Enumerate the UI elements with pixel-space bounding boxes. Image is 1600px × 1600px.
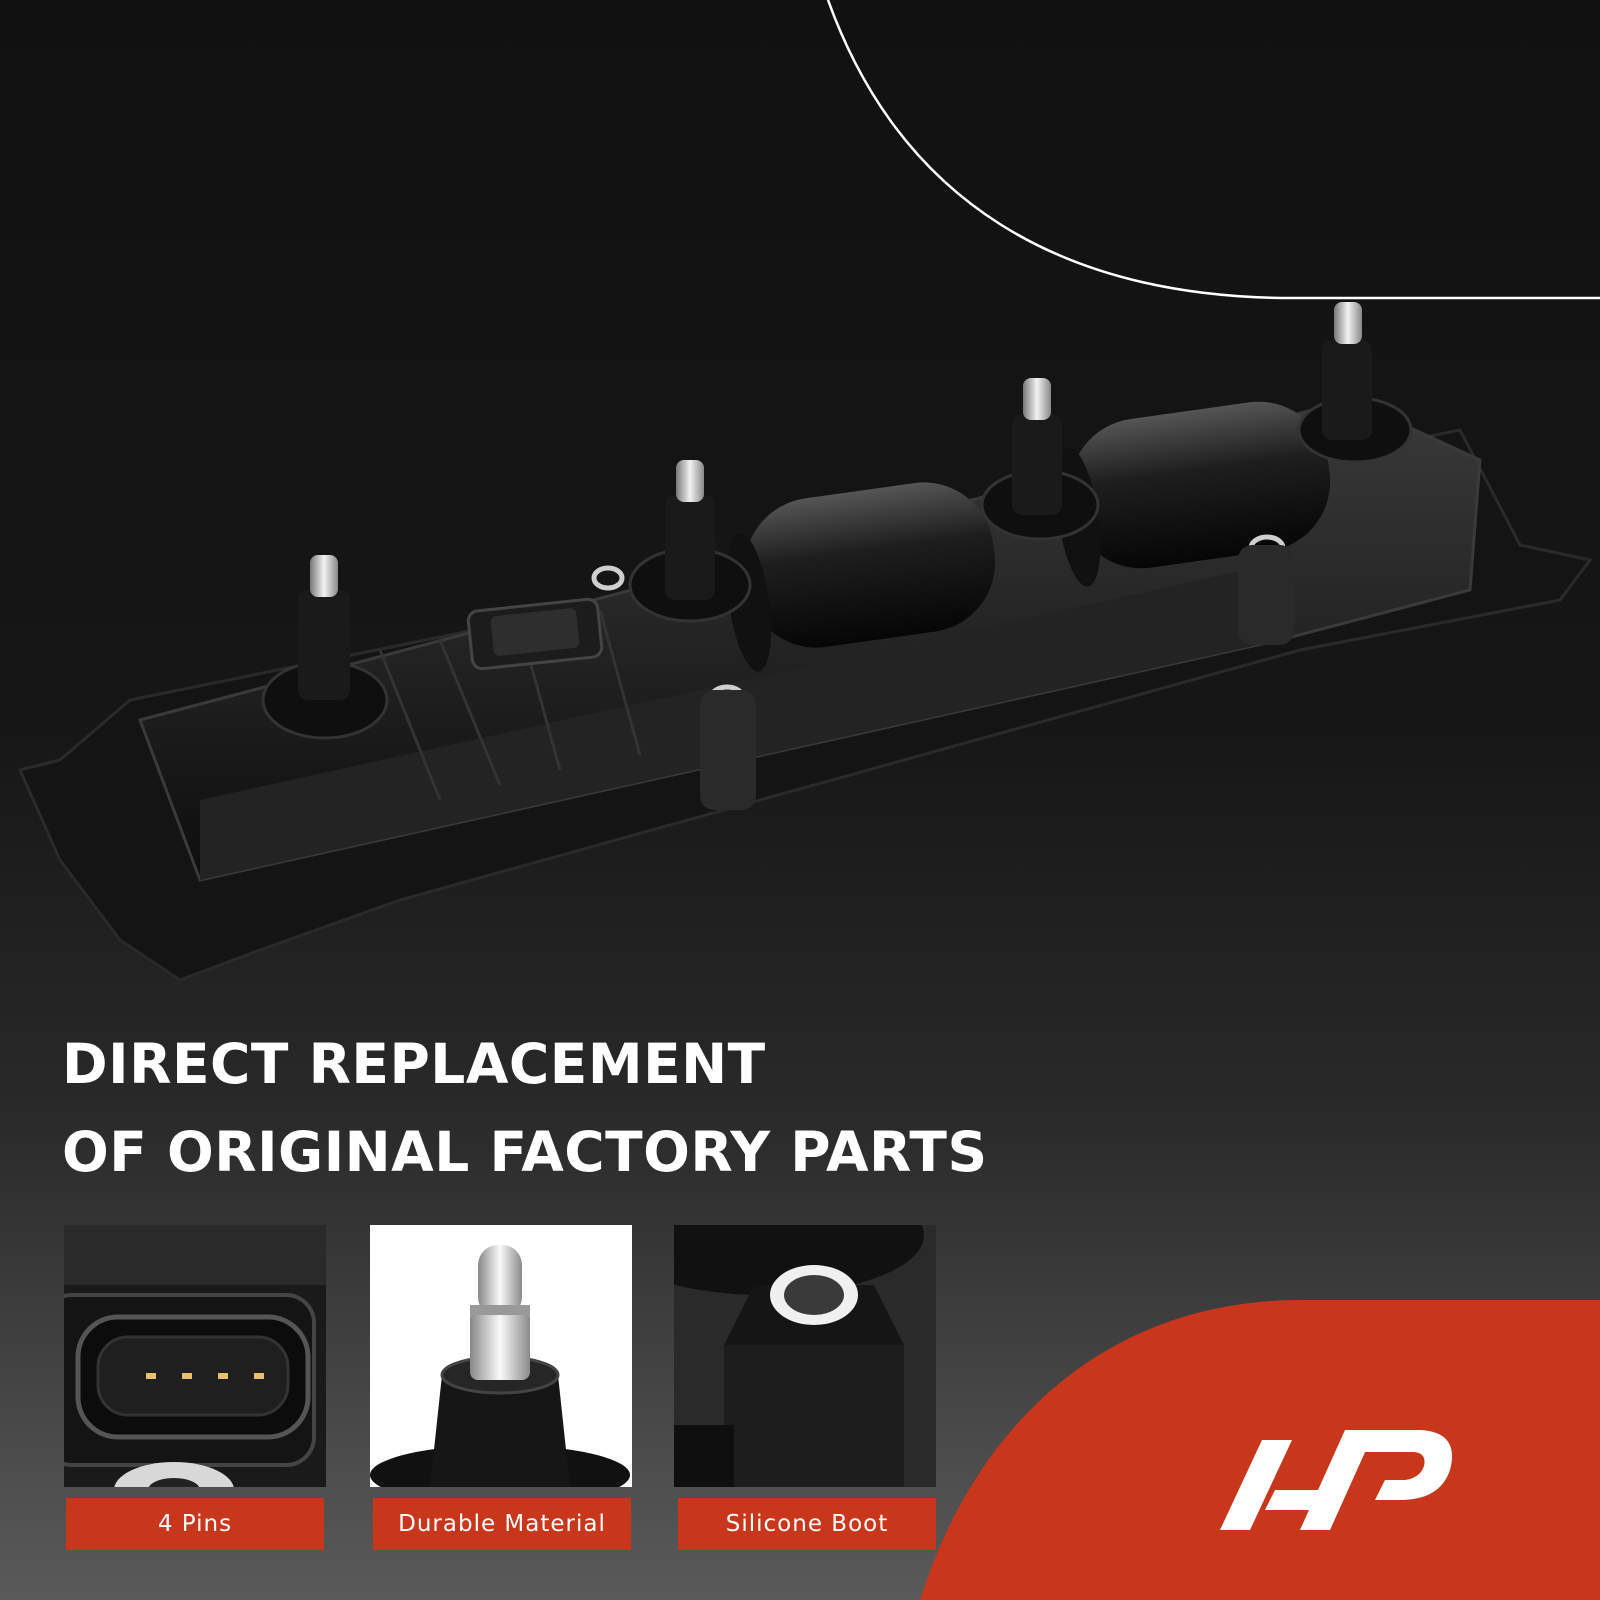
decorative-arc bbox=[826, 0, 1600, 300]
product-image-ignition-coil-pack bbox=[17, 302, 1593, 982]
feature-tile-silicone-boot bbox=[674, 1225, 936, 1487]
headline-line-2: OF ORIGINAL FACTORY PARTS bbox=[62, 1120, 988, 1184]
feature-label-durable-material: Durable Material bbox=[373, 1498, 631, 1550]
brand-corner bbox=[920, 1300, 1600, 1600]
feature-tile-durable-material bbox=[370, 1225, 632, 1487]
feature-label-silicone-boot: Silicone Boot bbox=[678, 1498, 936, 1550]
headline-line-1: DIRECT REPLACEMENT bbox=[62, 1032, 766, 1096]
feature-tile-4-pins bbox=[64, 1225, 326, 1487]
ap-logo bbox=[1220, 1430, 1452, 1530]
connector-4pin-image bbox=[64, 1225, 326, 1487]
mount-bushing-image bbox=[674, 1225, 936, 1487]
feature-label-4-pins: 4 Pins bbox=[66, 1498, 324, 1550]
terminal-post-image bbox=[370, 1225, 632, 1487]
headline: DIRECT REPLACEMENT OF ORIGINAL FACTORY P… bbox=[62, 1020, 988, 1196]
